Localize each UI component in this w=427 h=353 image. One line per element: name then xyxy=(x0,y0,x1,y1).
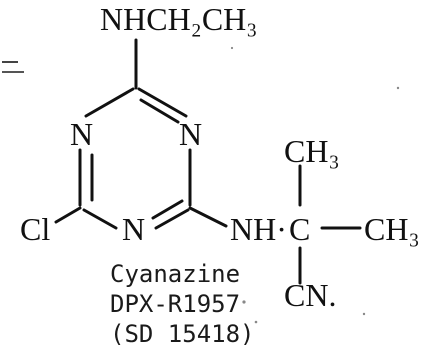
triazine-ring-bonds xyxy=(78,87,192,230)
bond-c2-nleft xyxy=(84,87,135,118)
bond-nbottom-c4-double xyxy=(151,199,184,220)
label-cn: CN. xyxy=(284,277,336,313)
label-c-quaternary: C xyxy=(289,211,310,247)
bond-nbottom-c4 xyxy=(154,208,190,230)
label-ch3-right: CH₃ xyxy=(364,211,420,247)
bond-c2-nright-double xyxy=(139,98,180,124)
label-ring-n-left: N xyxy=(70,116,93,152)
bond-c2-nright xyxy=(137,87,188,118)
caption: Cyanazine DPX-R1957 (SD 15418) xyxy=(110,260,255,348)
bond-c6-cl xyxy=(54,206,82,224)
substituent-bonds xyxy=(54,38,362,285)
caption-alt: (SD 15418) xyxy=(110,320,255,348)
bond-c4-nh xyxy=(188,206,228,228)
bond-c6-nbottom xyxy=(82,208,118,230)
caption-code: DPX-R1957 xyxy=(110,290,240,318)
scan-marks xyxy=(2,61,24,73)
label-cl: Cl xyxy=(20,211,50,247)
caption-name: Cyanazine xyxy=(110,260,240,288)
label-nhch2ch3: NHCH₂CH₃ xyxy=(100,1,257,37)
label-ring-n-bottom: N xyxy=(122,211,145,247)
scan-speckles xyxy=(230,46,400,324)
label-nh: NH· xyxy=(230,211,287,247)
label-ring-n-right: N xyxy=(179,116,202,152)
label-ch3-top: CH₃ xyxy=(284,133,340,169)
